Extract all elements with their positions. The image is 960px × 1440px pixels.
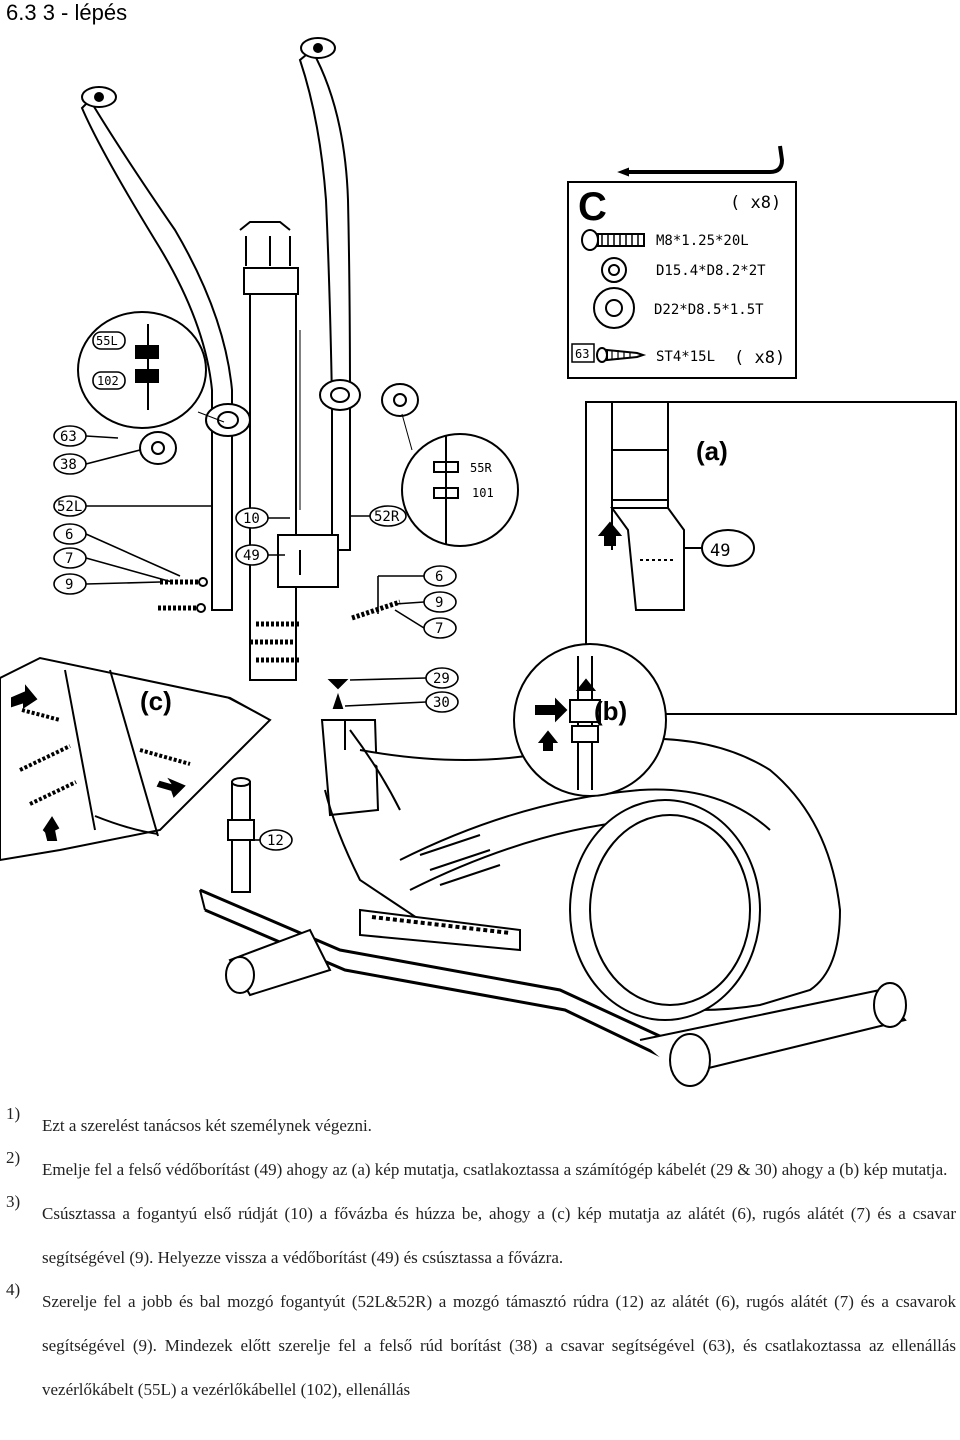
callout-52r: 52R bbox=[374, 509, 400, 525]
elliptical-frame bbox=[199, 719, 907, 1087]
moving-support-arm bbox=[227, 777, 255, 893]
parts-item-3: D22*D8.5*1.5T bbox=[654, 302, 764, 318]
callout-30: 30 bbox=[433, 695, 450, 711]
step-text: Csúsztassa a fogantyú első rúdját (10) a… bbox=[42, 1204, 956, 1267]
callouts: 55L 102 63 38 52L 6 7 9 10 49 52R bbox=[53, 331, 494, 851]
upright-tube bbox=[239, 221, 339, 681]
step-4: 4) Szerelje fel a jobb és bal mozgó foga… bbox=[6, 1280, 956, 1412]
detail-c-label: (c) bbox=[140, 686, 172, 716]
step-number: 1) bbox=[6, 1104, 21, 1123]
handle-collars bbox=[139, 379, 419, 465]
callout-55r: 55R bbox=[470, 461, 492, 475]
section-title: 6.3 3 - lépés bbox=[6, 0, 128, 25]
callout-right-7: 7 bbox=[435, 621, 443, 637]
detail-b-label: (b) bbox=[594, 696, 627, 726]
callout-10: 10 bbox=[243, 511, 260, 527]
parts-item-2: D15.4*D8.2*2T bbox=[656, 263, 766, 279]
step-number: 2) bbox=[6, 1148, 21, 1167]
parts-item-1: M8*1.25*20L bbox=[656, 233, 749, 249]
step-text: Szerelje fel a jobb és bal mozgó foganty… bbox=[42, 1292, 956, 1399]
parts-box: C ( x8) M8*1.25*20L D15.4*D8.2*2T D22*D8… bbox=[567, 181, 797, 379]
parts-bottom-ref: 63 bbox=[575, 347, 589, 361]
screw-icon bbox=[581, 229, 645, 251]
step-2: 2) Emelje fel a felső védőborítást (49) … bbox=[6, 1148, 956, 1192]
step-3: 3) Csúsztassa a fogantyú első rúdját (10… bbox=[6, 1192, 956, 1280]
step-1: 1) Ezt a szerelést tanácsos két személyn… bbox=[6, 1104, 956, 1148]
callout-9: 9 bbox=[65, 577, 73, 593]
connector-inset-left bbox=[77, 311, 207, 429]
parts-bottom-spec: ST4*15L bbox=[656, 349, 715, 365]
parts-bottom-qty: ( x8) bbox=[734, 348, 785, 368]
right-handlebar bbox=[298, 37, 351, 551]
detail-b-panel: (b) bbox=[513, 643, 667, 797]
connector-inset-right bbox=[401, 433, 519, 547]
detail-a-callout: 49 bbox=[710, 541, 730, 561]
callout-29: 29 bbox=[433, 671, 450, 687]
spring-washer-icon bbox=[601, 257, 627, 283]
left-handlebar bbox=[80, 86, 233, 611]
detail-a-panel: (a) 49 bbox=[585, 401, 957, 715]
assembly-diagram: C ( x8) M8*1.25*20L D15.4*D8.2*2T D22*D8… bbox=[0, 30, 960, 1100]
callout-12: 12 bbox=[267, 833, 284, 849]
callout-38: 38 bbox=[60, 457, 77, 473]
step-text: Emelje fel a felső védőborítást (49) aho… bbox=[42, 1160, 948, 1179]
instruction-steps: 1) Ezt a szerelést tanácsos két személyn… bbox=[6, 1104, 956, 1412]
callout-7: 7 bbox=[65, 551, 73, 567]
step-text: Ezt a szerelést tanácsos két személynek … bbox=[42, 1116, 372, 1135]
callout-right-6: 6 bbox=[435, 569, 443, 585]
callout-55l: 55L bbox=[96, 334, 118, 348]
callout-102: 102 bbox=[97, 374, 119, 388]
callout-101: 101 bbox=[472, 486, 494, 500]
self-tapping-screw-icon bbox=[596, 347, 647, 363]
callout-6: 6 bbox=[65, 527, 73, 543]
step-number: 4) bbox=[6, 1280, 21, 1299]
parts-box-qty: ( x8) bbox=[730, 193, 781, 213]
callout-right-9: 9 bbox=[435, 595, 443, 611]
flat-washer-icon bbox=[593, 287, 635, 329]
callout-49: 49 bbox=[243, 548, 260, 564]
detail-c-panel: (c) bbox=[0, 656, 272, 862]
callout-52l: 52L bbox=[57, 499, 82, 515]
callout-63: 63 bbox=[60, 429, 77, 445]
parts-box-letter: C bbox=[578, 185, 607, 229]
allen-wrench-icon bbox=[617, 145, 785, 177]
step-number: 3) bbox=[6, 1192, 21, 1211]
bolt-set-left bbox=[158, 577, 401, 709]
detail-a-label: (a) bbox=[696, 436, 728, 466]
